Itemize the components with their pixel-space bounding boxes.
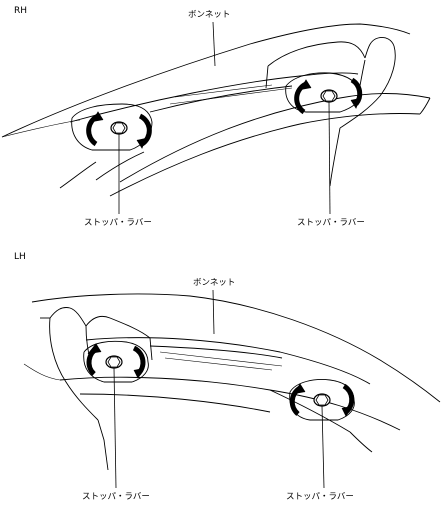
lh-stopper-right-leader bbox=[321, 405, 325, 489]
rh-hood-outline bbox=[1, 23, 411, 138]
rh-hood-label: ボンネット bbox=[188, 10, 231, 20]
lh-stopper-left bbox=[86, 343, 146, 379]
rh-stopper-right-label: ストッパ・ラバー bbox=[297, 218, 365, 228]
rh-section-label: RH bbox=[14, 6, 28, 16]
lh-hood-label: ボンネット bbox=[193, 278, 236, 288]
rh-stopper-left bbox=[86, 111, 152, 149]
lh-section-label: LH bbox=[14, 252, 26, 262]
lh-stopper-right bbox=[289, 383, 355, 417]
rh-view bbox=[1, 23, 431, 197]
lh-stopper-left-label: ストッパ・ラバー bbox=[82, 492, 150, 502]
rh-stopper-right bbox=[294, 77, 363, 115]
rh-stopper-left-label: ストッパ・ラバー bbox=[84, 218, 152, 228]
rh-hood-leader bbox=[212, 21, 216, 67]
lh-stopper-right-label: ストッパ・ラバー bbox=[286, 492, 354, 502]
lh-hood-outline bbox=[31, 293, 441, 403]
lh-stopper-left-leader bbox=[113, 367, 117, 489]
lh-view bbox=[23, 293, 441, 471]
rh-stopper-right-leader bbox=[328, 101, 331, 215]
lh-hood-leader bbox=[212, 289, 215, 335]
